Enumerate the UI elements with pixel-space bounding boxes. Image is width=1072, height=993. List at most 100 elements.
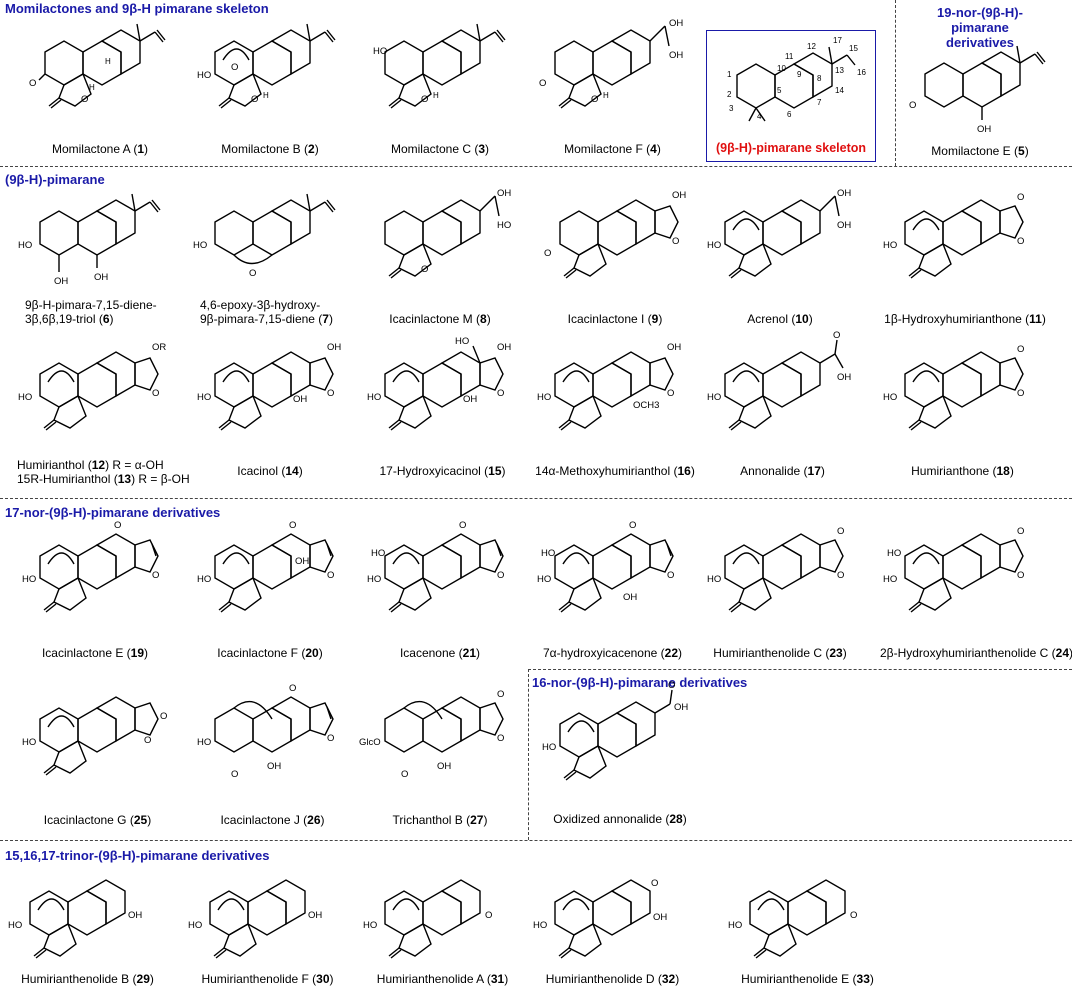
label-compound-26: Icacinlactone J (26) — [220, 813, 325, 827]
atom-label: OH — [128, 910, 142, 921]
atom-label: O — [850, 910, 857, 921]
structure-drawing-28: O OH HO — [542, 680, 688, 781]
structure-compound-22: O O OH HO HO 7α-hydroxyicacenone (22) — [535, 520, 690, 662]
atom-label: O — [629, 520, 636, 531]
atom-label: O — [591, 94, 598, 105]
atom-label: O — [909, 100, 916, 111]
label-compound-24: 2β-Hydroxyhumirianthenolide C (24) — [880, 646, 1072, 660]
structure-compound-27: O O GlcO OH O Trichanthol B (27) — [359, 685, 520, 830]
structure-drawing-31: O HO — [363, 879, 492, 959]
atom-label: HO — [197, 392, 211, 403]
label-compound-27: Trichanthol B (27) — [392, 813, 488, 827]
skeleton-number: 15 — [849, 44, 858, 53]
atom-label: OH — [837, 220, 851, 231]
atom-label: OH — [667, 342, 681, 353]
label-compound-23: Humirianthenolide C (23) — [713, 646, 847, 660]
label-compound-29: Humirianthenolide B (29) — [21, 972, 154, 986]
atom-label: OH — [308, 910, 322, 921]
atom-label: H — [263, 91, 269, 100]
skeleton-number: 4 — [757, 112, 762, 121]
atom-label: OH — [497, 342, 511, 353]
atom-label: O — [401, 769, 408, 780]
label-line: 9β-pimara-7,15-diene (7) — [200, 312, 333, 326]
atom-label: HO — [18, 392, 32, 403]
structure-momilactone-c: HO O H Momilactone C (3) — [365, 18, 515, 160]
atom-label: O — [114, 520, 121, 531]
atom-label: O — [289, 683, 296, 694]
atom-label: O — [539, 78, 546, 89]
label-compound-17: Annonalide (17) — [740, 464, 825, 478]
atom-label: O — [837, 570, 844, 581]
section-title-17-nor: 17-nor-(9β-H)-pimarane derivatives — [5, 505, 221, 520]
structure-drawing-24: O O HO HO — [883, 526, 1024, 613]
skeleton-number: 5 — [777, 86, 782, 95]
structure-drawing-12: OR O HO — [18, 342, 166, 431]
label-compound-33: Humirianthenolide E (33) — [741, 972, 874, 986]
structure-drawing-14: OH O OH HO — [197, 342, 341, 431]
atom-label: OH — [669, 50, 683, 61]
structure-drawing-10: OH OH HO — [707, 188, 851, 279]
label-compound-9: Icacinlactone I (9) — [567, 312, 663, 326]
skeleton-number: 16 — [857, 68, 866, 77]
atom-label: O — [833, 330, 840, 341]
label-compound-14: Icacinol (14) — [237, 464, 303, 478]
label-compound-32: Humirianthenolide D (32) — [545, 972, 680, 986]
atom-label: O — [497, 733, 504, 744]
atom-label: HO — [728, 920, 742, 931]
label-compound-30: Humirianthenolide F (30) — [201, 972, 334, 986]
structure-compound-10: OH OH HO Acrenol (10) — [705, 188, 855, 328]
atom-label: HO — [363, 920, 377, 931]
structure-drawing-9: OH O O — [544, 190, 686, 279]
structure-drawing-15: HO OH O OH HO — [367, 336, 511, 431]
atom-label: HO — [707, 392, 721, 403]
label-compound-6: 9β-H-pimara-7,15-diene- 3β,6β,19-triol (… — [25, 298, 185, 326]
atom-label: HO — [188, 920, 202, 931]
atom-label: O — [837, 526, 844, 537]
pimarane-skeleton-box: 1 2 3 4 5 6 7 8 9 10 11 12 13 14 15 16 1… — [706, 30, 876, 162]
atom-label: O — [459, 520, 466, 531]
atom-label: O — [152, 388, 159, 399]
separator-1 — [0, 166, 1072, 167]
structure-compound-24: O O HO HO 2β-Hydroxyhumirianthenolide C … — [880, 522, 1072, 662]
atom-label: HO — [367, 574, 381, 585]
atom-label: HO — [537, 392, 551, 403]
label-compound-1: Momilactone A (1) — [51, 142, 149, 156]
separator-4 — [528, 669, 1072, 670]
atom-label: O — [1017, 570, 1024, 581]
section-title-19-nor-line2: derivatives — [946, 35, 1014, 50]
section-title-trinor: 15,16,17-trinor-(9β-H)-pimarane derivati… — [5, 848, 270, 863]
label-compound-7: 4,6-epoxy-3β-hydroxy- 9β-pimara-7,15-die… — [200, 298, 360, 326]
atom-label: O — [231, 769, 238, 780]
structure-drawing-1: O O H H — [29, 23, 166, 109]
atom-label: O — [152, 570, 159, 581]
atom-label: O — [421, 264, 428, 275]
structure-compound-14: OH O OH HO Icacinol (14) — [195, 340, 345, 480]
atom-label: O — [1017, 236, 1024, 247]
structure-compound-7: HO O 4,6-epoxy-3β-hydroxy- 9β-pimara-7,1… — [190, 188, 350, 328]
atom-label: OH — [653, 912, 667, 923]
atom-label: O — [485, 910, 492, 921]
skeleton-number: 8 — [817, 74, 822, 83]
structure-drawing-6: HO OH OH — [18, 193, 161, 287]
atom-label: O — [249, 268, 256, 279]
structure-compound-30: OH HO Humirianthenolide F (30) — [185, 868, 350, 993]
atom-label: O — [497, 388, 504, 399]
atom-label: O — [667, 388, 674, 399]
structure-drawing-29: OH HO — [8, 879, 142, 959]
structure-drawing-17: O OH HO — [707, 330, 851, 431]
atom-label: OH — [672, 190, 686, 201]
label-compound-2: Momilactone B (2) — [221, 142, 319, 156]
label-compound-31: Humirianthenolide A (31) — [376, 972, 509, 986]
label-compound-19: Icacinlactone E (19) — [41, 646, 149, 660]
label-line: 4,6-epoxy-3β-hydroxy- — [200, 298, 321, 312]
separator-vertical-2 — [528, 669, 529, 840]
skeleton-number: 17 — [833, 36, 842, 45]
structure-compound-16: OH O OCH3 HO 14α-Methoxyhumirianthol (16… — [535, 340, 695, 480]
atom-label: HO — [707, 574, 721, 585]
atom-label: HO — [8, 920, 22, 931]
atom-label: O — [1017, 388, 1024, 399]
separator-3 — [0, 840, 1072, 841]
section-title-momilactones: Momilactones and 9β-H pimarane skeleton — [5, 1, 269, 16]
atom-label: O — [327, 388, 334, 399]
atom-label: GlcO — [359, 737, 381, 748]
